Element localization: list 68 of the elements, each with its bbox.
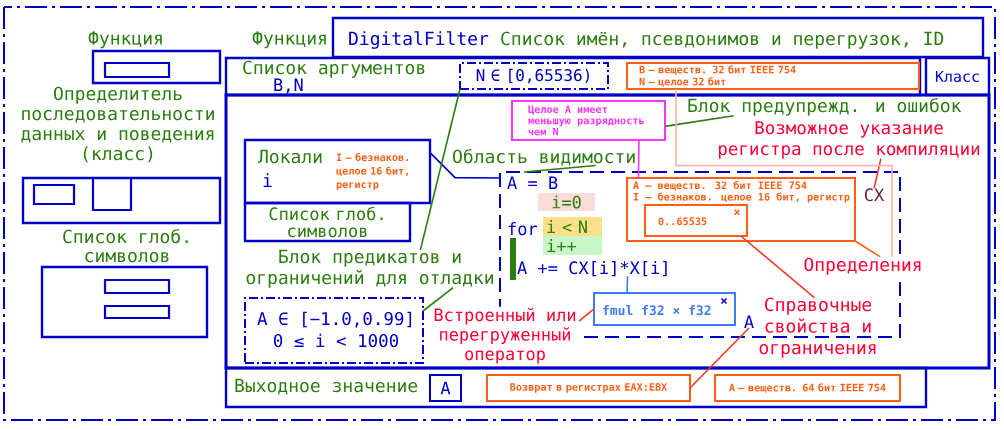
argument-band [224, 56, 922, 97]
type-note-box: Возврат в регистрах EAX:EBX [486, 374, 691, 402]
range-text: 0..65535 [658, 217, 707, 226]
argument-list: B,N [274, 78, 303, 94]
cross-mark: × [734, 209, 740, 216]
callout-label: Возможное указание регистра после компиляции [718, 121, 980, 159]
class-box: Класс [924, 56, 991, 97]
box-heading: Список глоб. символов [63, 229, 188, 263]
callout-label: Определения [802, 256, 924, 276]
leader-line [675, 88, 893, 258]
connector-line [429, 151, 501, 179]
leader-line [740, 235, 816, 299]
highlighted-code: i=0 [538, 193, 595, 211]
box-heading: Функция [88, 31, 162, 49]
leader-line [637, 139, 640, 179]
body-box [224, 93, 991, 370]
callout-label: Справочные свойства и ограничения [759, 297, 876, 358]
cross-mark: × [720, 298, 728, 305]
box-heading: Локали [258, 149, 322, 164]
connector-line [626, 275, 629, 294]
globals-box: Список глоб. символов [243, 201, 412, 243]
operator-text: fmul f32 × f32 [603, 305, 711, 316]
highlighted-code: i < N [543, 217, 602, 236]
type-note: I – безнаков. целое 16 бит, регистр [336, 153, 409, 191]
type-note-box [626, 177, 856, 242]
variable-name: i [263, 173, 272, 187]
code-line: A = B [507, 176, 558, 189]
inner-box [91, 176, 133, 212]
warning-box: Целое A имеет меньшую разрядность чем N [511, 100, 666, 141]
callout-label: Встроенный или перегруженный оператор [431, 306, 579, 365]
leader-line [873, 157, 882, 190]
function-name: DigitalFilter [349, 31, 489, 49]
block-label: Блок предикатов и ограничений для отладки [246, 249, 493, 288]
range-box [644, 204, 748, 237]
type-note: I – безнаков. целое 16 бит, регистр [633, 192, 850, 203]
band-heading: Список аргументов [243, 60, 425, 78]
band-heading: Выходное значение [235, 378, 418, 395]
variable-label: A [744, 315, 754, 328]
box-heading: Функция [252, 31, 326, 49]
register-label: CX [864, 188, 885, 202]
leader-line [419, 88, 461, 251]
leader-line [689, 327, 750, 389]
constraint-box: N ∈ [0,65536) [459, 62, 609, 90]
block-label: Область видимости [453, 149, 635, 166]
output-band [224, 366, 928, 409]
locals-box [243, 138, 432, 205]
operator-box [593, 292, 736, 326]
type-note-box: A – веществ. 64 бит IEEE 754 [714, 374, 901, 402]
block-label: Блок предупрежд. и ошибок [688, 98, 962, 116]
inner-box [32, 183, 76, 206]
type-note-box: B – веществ. 32 бит IEEE 754 N – целое 32 бит [626, 62, 920, 90]
code-line: A += CX[i]*X[i] [517, 261, 667, 277]
loop-keyword: for [508, 222, 538, 236]
inner-box [103, 304, 171, 320]
inner-box [103, 278, 171, 295]
leader-line [664, 114, 735, 128]
inner-box [103, 61, 171, 79]
box-heading: Определитель последовательности данных и поведения (класс) [21, 86, 214, 163]
constraint: 0 ≤ i < 1000 [273, 333, 399, 348]
leader-line [578, 308, 595, 322]
leader-line [523, 164, 597, 173]
type-note: A – веществ. 32 бит IEEE 754 [633, 181, 807, 191]
leader-line [854, 240, 881, 258]
title-text: Список имён, псевдонимов и перегрузок, ID [501, 31, 944, 49]
constraint: A ∈ [−1.0,0.99] [257, 311, 412, 328]
output-box: A [429, 374, 462, 402]
constraint-box [244, 297, 424, 364]
leader-line [422, 286, 454, 312]
